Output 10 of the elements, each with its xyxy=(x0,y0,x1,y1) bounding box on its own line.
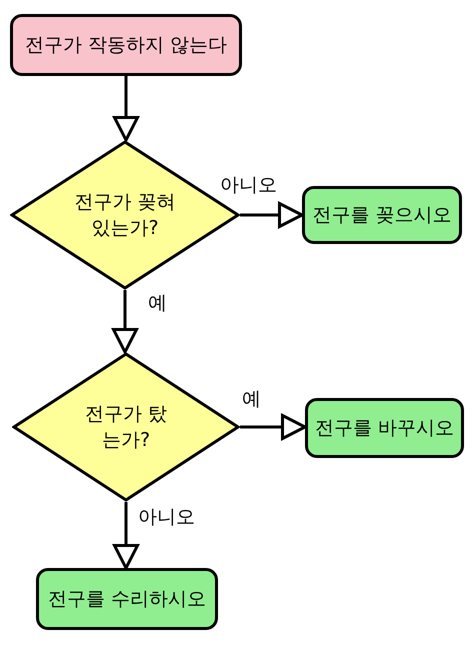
action-box: 전구를 꽂으시오 xyxy=(302,186,462,244)
arrow xyxy=(113,502,139,570)
start-box: 전구가 작동하지 않는다 xyxy=(10,14,242,76)
arrow xyxy=(240,414,306,440)
arrow xyxy=(240,202,304,228)
decision-diamond: 전구가 탔는가? xyxy=(12,352,240,502)
arrow xyxy=(112,290,138,354)
arrow xyxy=(113,76,139,142)
action-box: 전구를 바꾸시오 xyxy=(305,398,464,458)
action-box: 전구를 수리하시오 xyxy=(36,568,218,630)
